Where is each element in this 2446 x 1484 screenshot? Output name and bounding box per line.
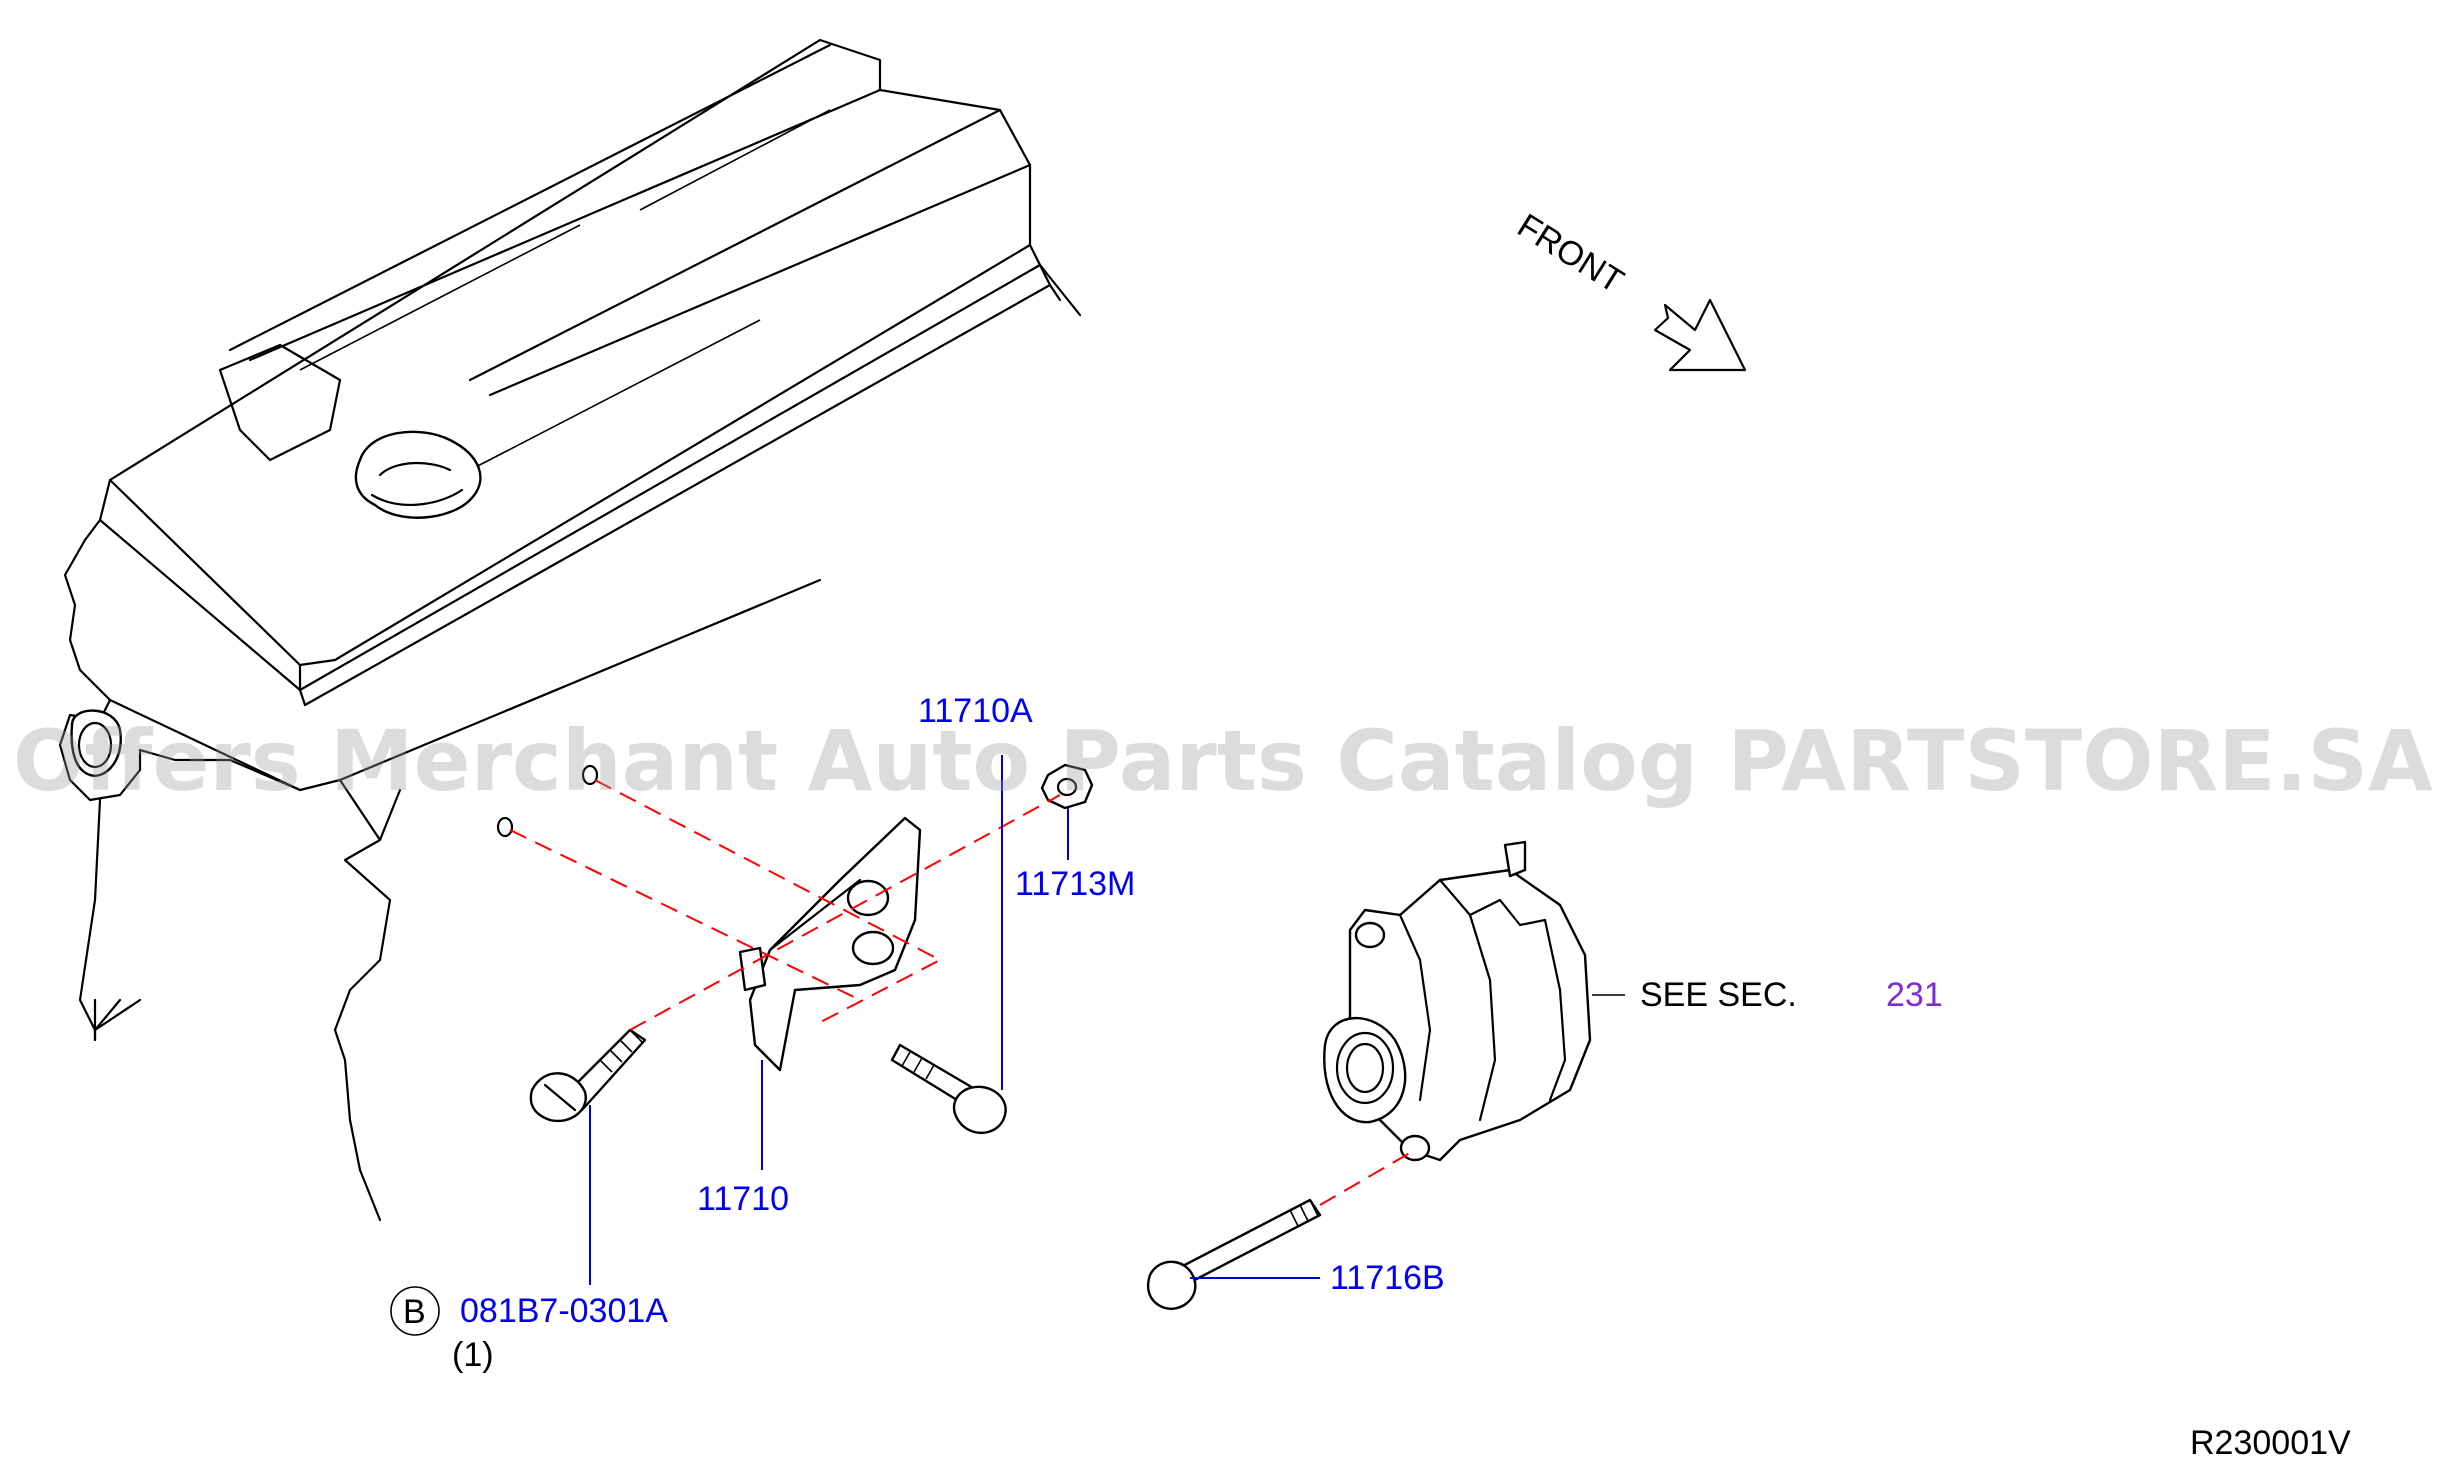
leader-lines bbox=[589, 755, 1625, 1285]
bolt-11710A bbox=[890, 1043, 1007, 1134]
section-link-231[interactable]: 231 bbox=[1886, 976, 1943, 1014]
bolt-symbol-circle bbox=[390, 1286, 440, 1336]
bolt-symbol: B bbox=[403, 1293, 426, 1331]
front-indicator: FRONT bbox=[1511, 207, 1747, 372]
bolt-11716B bbox=[1146, 1198, 1322, 1310]
reference-code: R230001V bbox=[2190, 1424, 2351, 1462]
callout-11710[interactable]: 11710 bbox=[697, 1180, 789, 1218]
alternator bbox=[1323, 840, 1592, 1162]
callout-081B7-0301A[interactable]: 081B7-0301A bbox=[460, 1292, 668, 1330]
see-section-label: SEE SEC. bbox=[1640, 976, 1797, 1014]
assembly-lines bbox=[509, 779, 1416, 1206]
engine-outline bbox=[58, 38, 1082, 1222]
bolt-081B7 bbox=[529, 1028, 647, 1123]
watermark: Offers Merchant Auto Parts Catalog PARTS… bbox=[13, 712, 2433, 810]
alternator-bracket bbox=[738, 816, 922, 1072]
callout-11713M[interactable]: 11713M bbox=[1015, 865, 1135, 903]
front-label: FRONT bbox=[1511, 207, 1630, 301]
quantity-label: (1) bbox=[452, 1336, 494, 1374]
front-arrow-icon bbox=[1653, 298, 1747, 372]
callouts: 11710A 11713M 11710 B 081B7-0301A (1) 11… bbox=[390, 692, 2351, 1462]
callout-11716B[interactable]: 11716B bbox=[1330, 1259, 1445, 1297]
callout-11710A[interactable]: 11710A bbox=[918, 692, 1033, 730]
